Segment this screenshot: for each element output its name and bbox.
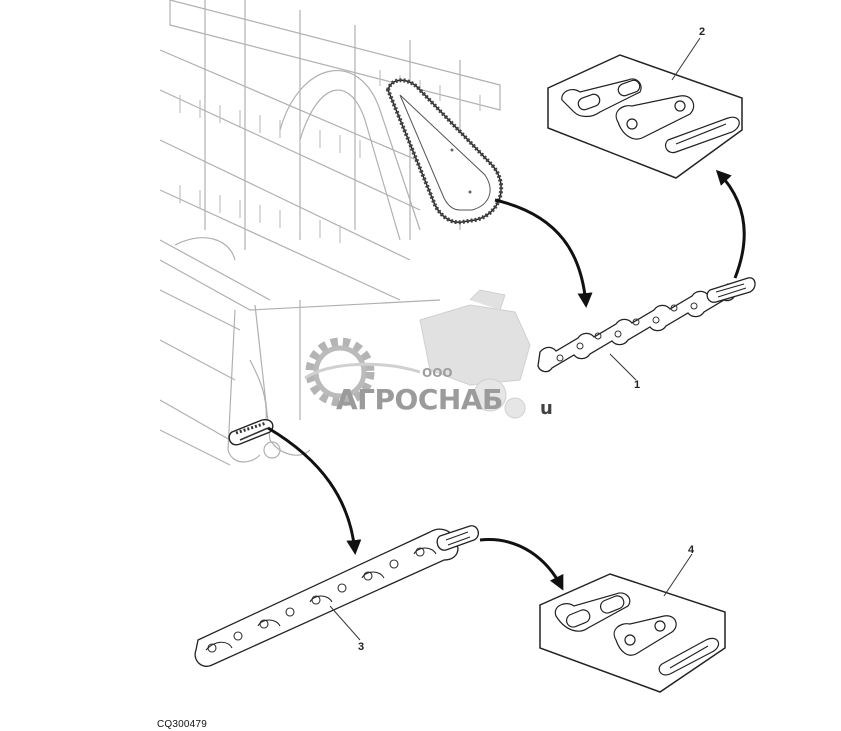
agrosnab-watermark: ООО АГРОСНАБ u bbox=[304, 289, 553, 419]
arrow-lower-drive-to-chain-3 bbox=[267, 426, 362, 555]
watermark-suffix: u bbox=[540, 398, 553, 419]
lower-chain-drive bbox=[228, 418, 274, 446]
callout-4-leader bbox=[663, 553, 693, 597]
arrow-chain-3-to-detail-4 bbox=[479, 538, 564, 591]
chain-3 bbox=[194, 525, 480, 667]
callout-3: 3 bbox=[358, 641, 364, 653]
callout-2: 2 bbox=[699, 26, 705, 38]
upper-chain-drive bbox=[385, 78, 503, 225]
callout-1: 1 bbox=[634, 379, 640, 391]
watermark-prefix: ООО bbox=[422, 366, 453, 380]
callout-2-leader bbox=[671, 37, 701, 81]
callout-4: 4 bbox=[688, 544, 695, 556]
chain-1 bbox=[537, 277, 756, 373]
arrow-upper-loop-to-chain-1 bbox=[494, 198, 593, 308]
chain-3-leader bbox=[329, 605, 361, 641]
chain-1-leader bbox=[609, 353, 637, 381]
arrow-chain-1-to-detail-2 bbox=[715, 169, 746, 279]
indicator-arrows bbox=[267, 169, 746, 591]
connecting-link-detail-2 bbox=[547, 54, 743, 179]
combine-header-frame bbox=[159, 0, 501, 466]
figure-code: CQ300479 bbox=[157, 719, 207, 730]
watermark-name: АГРОСНАБ bbox=[336, 383, 503, 416]
connecting-link-detail-4 bbox=[539, 573, 726, 693]
combine-harvester-icon bbox=[419, 289, 531, 419]
